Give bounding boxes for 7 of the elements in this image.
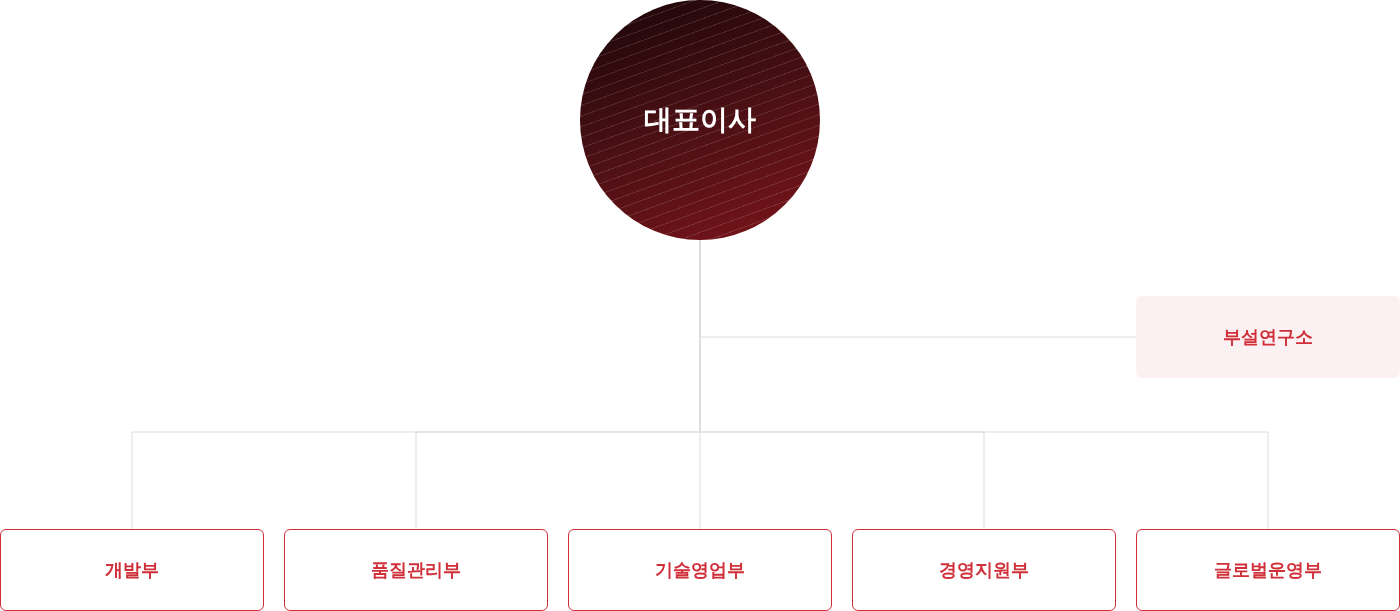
ceo-circle: 대표이사 [580, 0, 820, 240]
department-box: 개발부 [0, 529, 264, 611]
department-box: 글로벌운영부 [1136, 529, 1400, 611]
department-box: 품질관리부 [284, 529, 548, 611]
department-box: 기술영업부 [568, 529, 832, 611]
department-box: 부설연구소 [1136, 296, 1400, 378]
department-box: 경영지원부 [852, 529, 1116, 611]
